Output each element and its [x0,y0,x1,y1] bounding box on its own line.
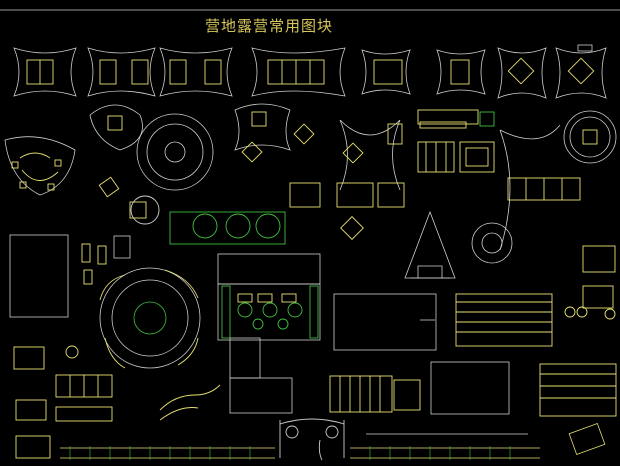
deck-platform-blocks [387,109,495,173]
fence-posts [69,446,511,460]
tables-row1 [26,57,595,85]
hedge-garden-blocks [130,195,286,245]
entrance-gate-block [279,418,345,461]
fence-line [60,423,606,459]
left-lower-blocks [9,234,201,369]
table-sets-row3 [289,177,581,240]
building-footprints [229,293,510,415]
drawing-title: 营地露营常用图块 [205,17,334,35]
seating-row2 [11,111,598,219]
lawn-plants [221,285,319,339]
teepee-and-tree-blocks [404,210,513,279]
lawn-furniture [237,293,297,303]
container-units [329,245,617,417]
round-pavilion-blocks [4,103,617,251]
left-lower-furniture [13,243,221,459]
lawn-plaza-block [217,253,321,341]
tent-canopy-group-row1 [13,44,607,99]
